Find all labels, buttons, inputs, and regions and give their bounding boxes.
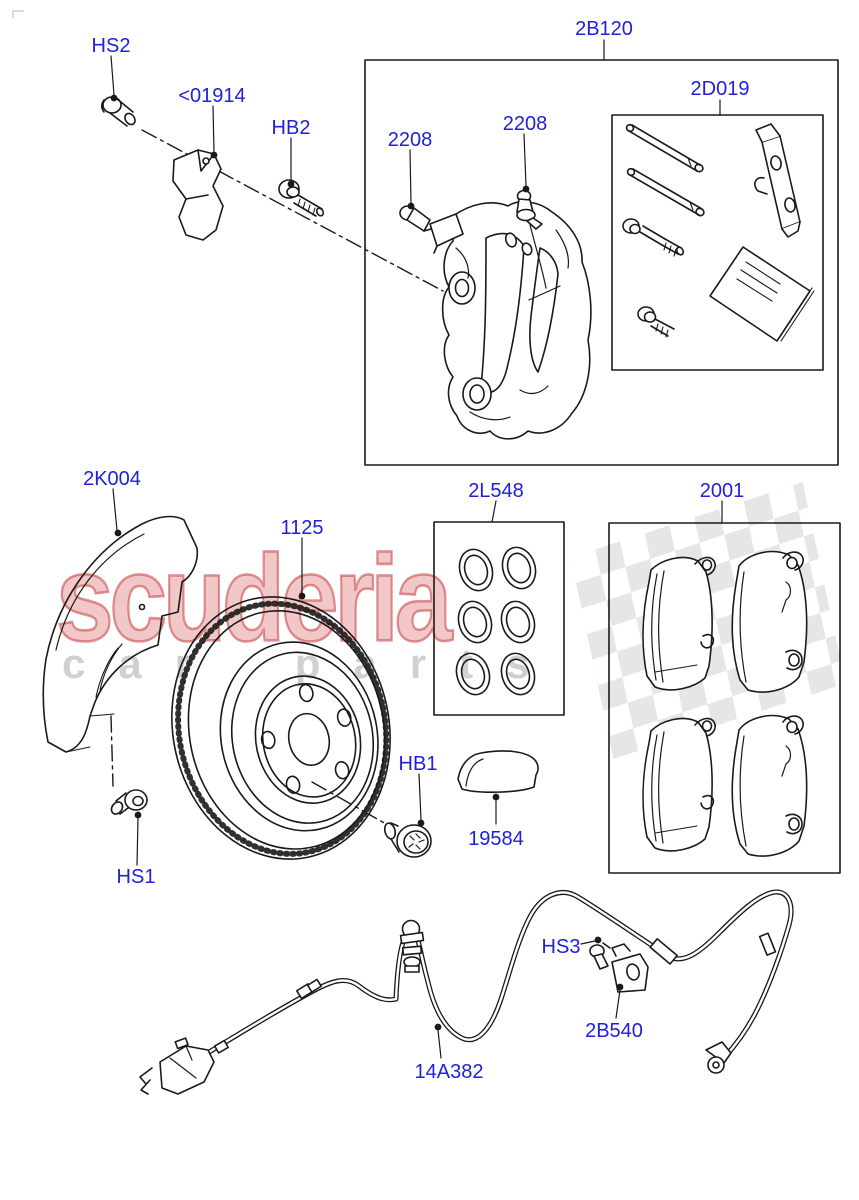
kit-box-2001-group <box>608 522 841 874</box>
wear-indicator-clip-drawing <box>172 149 224 241</box>
part-label-2001[interactable]: 2001 <box>699 480 745 502</box>
part-label-hb2[interactable]: HB2 <box>271 117 311 139</box>
pad-shim-drawing <box>457 750 539 793</box>
hose-eyelet-drawing <box>705 1041 732 1074</box>
small-bolt-drawing <box>637 306 675 338</box>
brake-pad-drawing <box>731 714 808 857</box>
anti-rattle-spring-drawing <box>754 123 801 238</box>
brake-pad-drawing <box>642 556 716 691</box>
brake-pad-drawing <box>731 550 808 693</box>
brake-disc-drawing <box>171 596 391 860</box>
part-label-hs3[interactable]: HS3 <box>541 936 581 958</box>
kit-box-2d019-group <box>611 114 824 371</box>
bleed-screw-right-drawing <box>516 189 543 230</box>
part-label-2208-left[interactable]: 2208 <box>387 129 433 151</box>
part-label-2d019[interactable]: 2D019 <box>690 78 750 100</box>
instruction-booklet-drawing <box>709 246 815 342</box>
part-label-01914[interactable]: <01914 <box>178 85 246 107</box>
leader-lines <box>110 39 723 1059</box>
brake-hose-drawing <box>139 889 794 1095</box>
guide-pins-drawing <box>625 123 705 217</box>
hb2-bolt-drawing <box>278 179 325 217</box>
part-label-2b120[interactable]: 2B120 <box>575 18 633 40</box>
watermark-tagline-text: car parts <box>62 640 563 687</box>
part-label-2208-right[interactable]: 2208 <box>502 113 548 135</box>
kit-box-2001 <box>608 522 841 874</box>
assembly-axis-lines <box>110 129 444 825</box>
kit-box-2l548-group <box>433 521 565 716</box>
part-label-1125[interactable]: 1125 <box>280 517 324 539</box>
hs3-bolt-drawing <box>589 942 611 970</box>
part-label-hs1[interactable]: HS1 <box>116 866 156 888</box>
part-label-2k004[interactable]: 2K004 <box>83 468 141 490</box>
part-label-hs2[interactable]: HS2 <box>91 35 131 57</box>
part-label-19584[interactable]: 19584 <box>468 828 524 850</box>
caliper-bolt-drawing <box>622 218 685 257</box>
kit-box-2d019 <box>611 114 824 371</box>
seal-rings-drawing <box>455 546 537 696</box>
bleed-screw-left-drawing <box>399 205 432 232</box>
part-label-2b540[interactable]: 2B540 <box>585 1020 643 1042</box>
splash-shield-drawing <box>42 515 199 753</box>
kit-box-2l548 <box>433 521 565 716</box>
corner-crop-mark <box>12 10 24 19</box>
hb1-screw-drawing <box>383 822 432 858</box>
brake-caliper-drawing <box>429 200 592 440</box>
sensor-connector-drawing <box>139 1037 215 1095</box>
part-label-14a382[interactable]: 14A382 <box>414 1061 484 1083</box>
hs2-bolt-drawing <box>100 96 136 127</box>
kit-box-2b120 <box>364 59 839 466</box>
hs1-bolt-drawing <box>110 789 148 815</box>
hose-bracket-drawing <box>611 943 649 993</box>
part-label-hb1[interactable]: HB1 <box>398 753 438 775</box>
part-label-2l548[interactable]: 2L548 <box>468 480 524 502</box>
brake-pad-drawing <box>642 717 716 852</box>
